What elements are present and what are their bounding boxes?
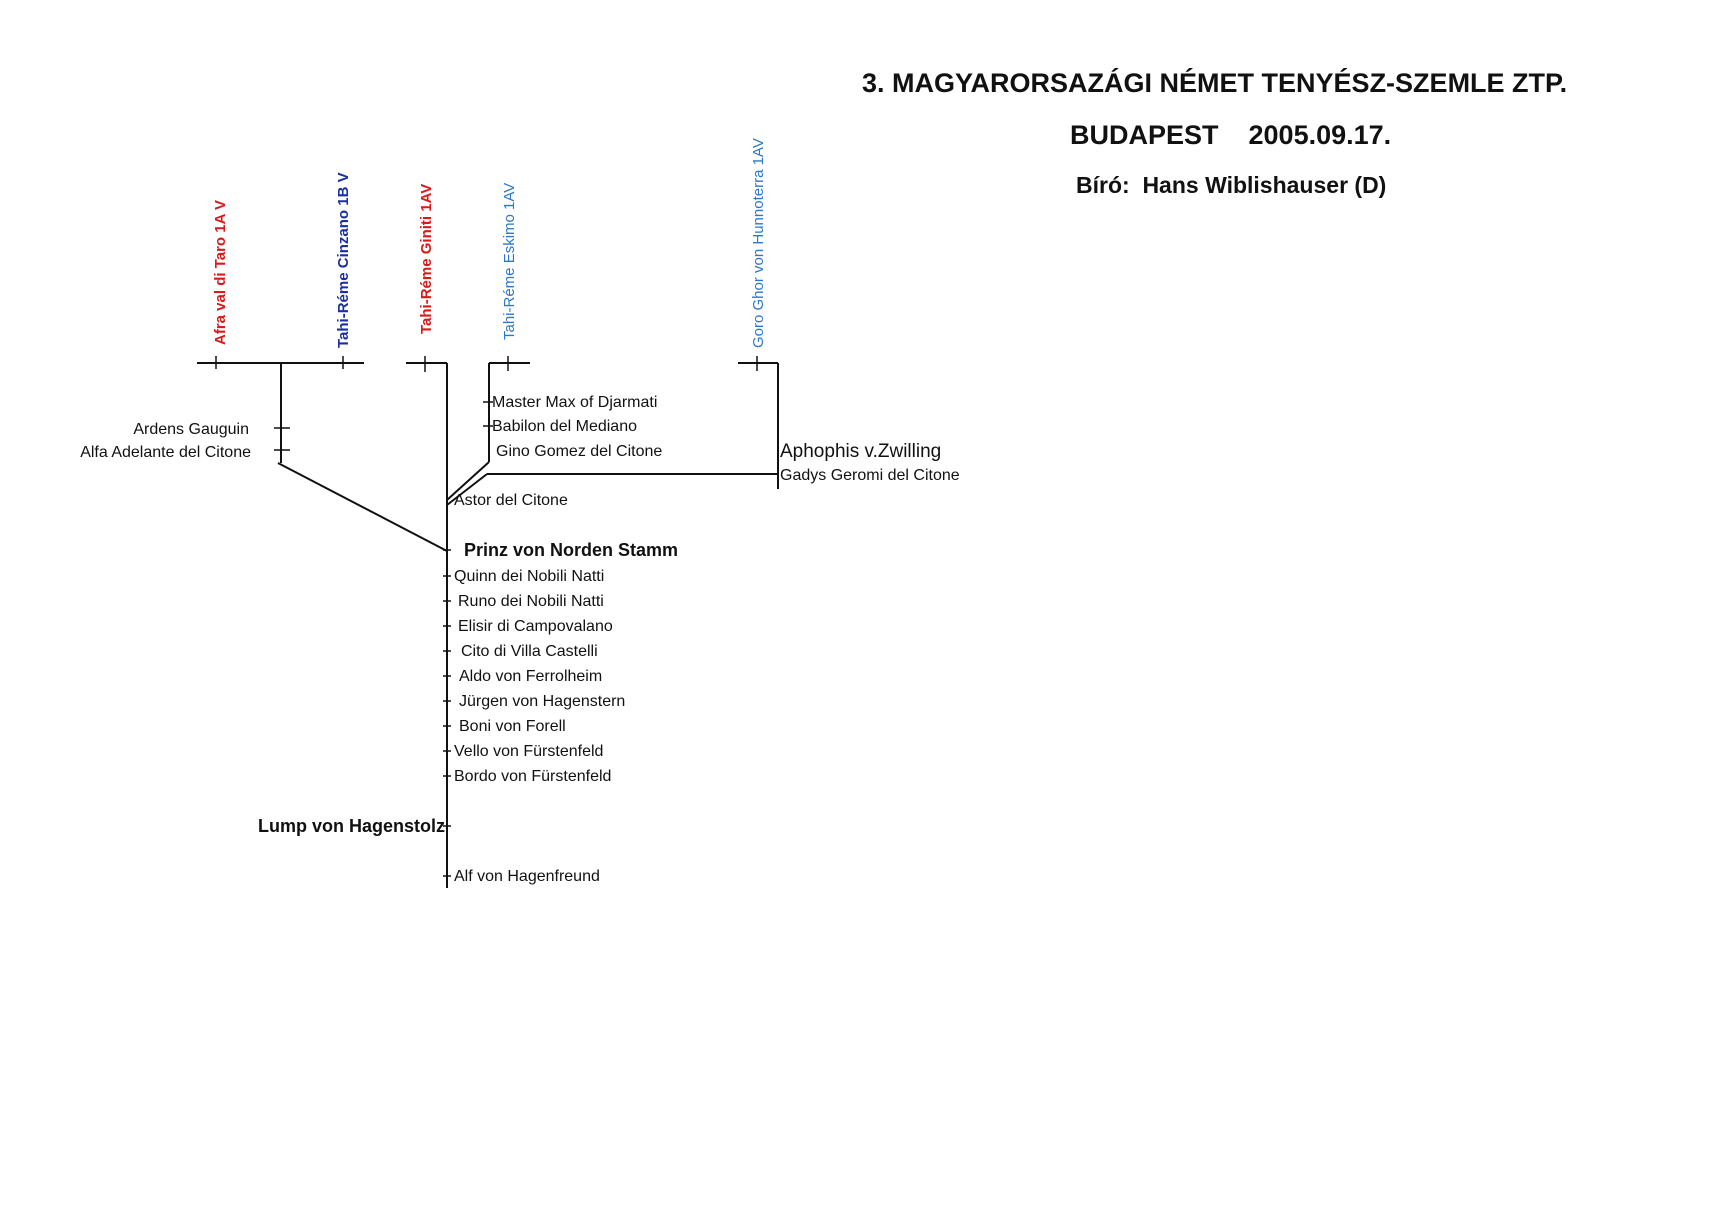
diag-eskimo: [446, 461, 490, 501]
trunk-item-boni: Boni von Forell: [459, 718, 566, 735]
trunk-item-elisir: Elisir di Campovalano: [458, 618, 613, 635]
trunk-item-alf: Alf von Hagenfreund: [454, 868, 600, 885]
ancestor-lump: Lump von Hagenstolz: [258, 816, 445, 836]
ancestor-gadys: Gadys Geromi del Citone: [780, 467, 960, 484]
trunk-item-runo: Runo dei Nobili Natti: [458, 593, 604, 610]
judge-line: Bíró: Hans Wiblishauser (D): [1076, 172, 1387, 198]
trunk-item-cito: Cito di Villa Castelli: [461, 643, 598, 660]
trunk-item-bordo: Bordo von Fürstenfeld: [454, 768, 611, 785]
ancestor-prinz: Prinz von Norden Stamm: [464, 540, 678, 560]
offspring-label-cinzano: Tahi-Réme Cinzano 1B V: [335, 172, 352, 348]
ancestor-labels: Ardens Gauguin Alfa Adelante del Citone …: [80, 394, 960, 885]
trunk-item-jurgen: Jürgen von Hagenstern: [459, 693, 625, 710]
ancestor-alfa: Alfa Adelante del Citone: [80, 444, 251, 461]
ancestor-astor: Astor del Citone: [454, 492, 568, 509]
pedigree-lines: [197, 356, 779, 888]
trunk-item-aldo: Aldo von Ferrolheim: [459, 668, 602, 685]
ancestor-babilon: Babilon del Mediano: [492, 418, 637, 435]
diag-left: [277, 462, 448, 552]
ancestor-aphophis: Aphophis v.Zwilling: [780, 441, 941, 462]
offspring-label-giniti: Tahi-Réme Giniti 1AV: [418, 184, 435, 334]
ancestor-ardens: Ardens Gauguin: [133, 421, 249, 438]
offspring-labels: Afra val di Taro 1A V Tahi-Réme Cinzano …: [212, 138, 767, 348]
offspring-label-goro: Goro Ghor von Hunnoterra 1AV: [750, 138, 767, 348]
offspring-label-eskimo: Tahi-Réme Eskimo 1AV: [501, 183, 518, 340]
trunk-item-vello: Vello von Fürstenfeld: [454, 743, 603, 760]
trunk-item-quinn: Quinn dei Nobili Natti: [454, 568, 604, 585]
diag-goro: [446, 473, 488, 506]
place-date: BUDAPEST 2005.09.17.: [1070, 120, 1392, 150]
ancestor-gino: Gino Gomez del Citone: [496, 443, 662, 460]
ancestor-master-max: Master Max of Djarmati: [492, 394, 657, 411]
offspring-label-afra: Afra val di Taro 1A V: [212, 200, 229, 345]
page-title: 3. MAGYARORSAZÁGI NÉMET TENYÉSZ-SZEMLE Z…: [862, 68, 1568, 98]
